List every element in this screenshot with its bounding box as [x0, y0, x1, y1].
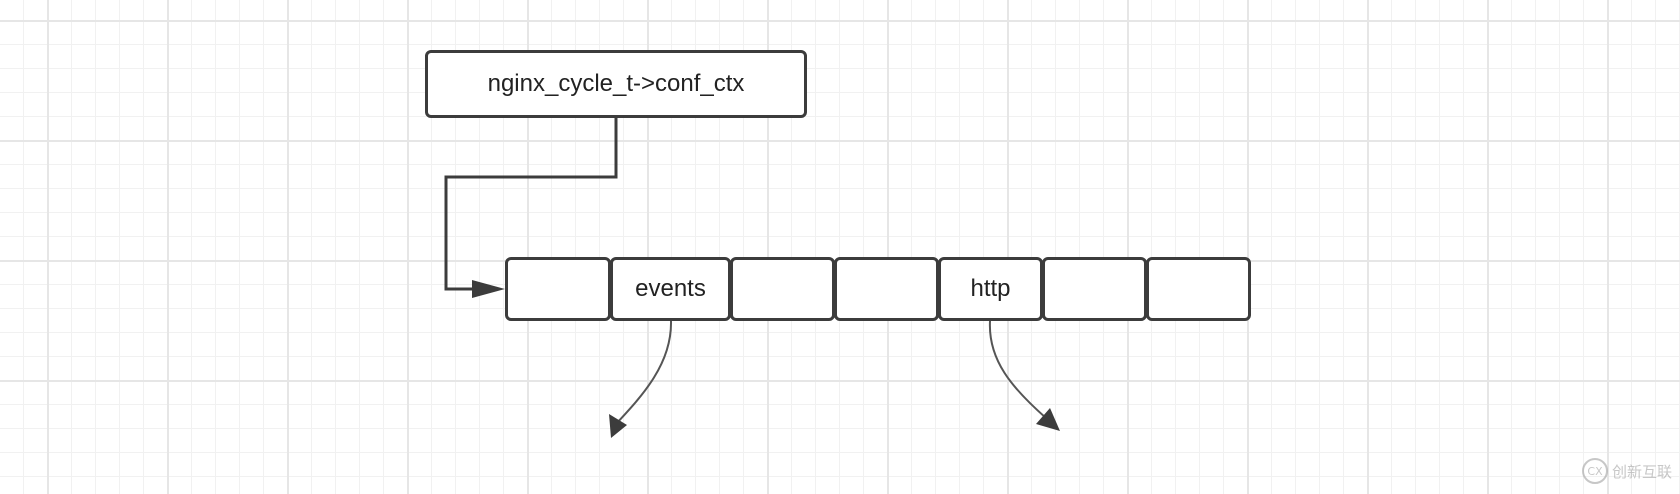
array-cell-6 — [1146, 257, 1251, 321]
conf-ctx-node: nginx_cycle_t->conf_ctx — [425, 50, 807, 118]
array-cell-http: http — [938, 257, 1043, 321]
events-arrowhead — [609, 414, 627, 438]
root-to-array-connector — [444, 118, 618, 291]
conf-ctx-label: nginx_cycle_t->conf_ctx — [487, 70, 745, 97]
array-cell-0 — [505, 257, 611, 321]
events-outgoing-arrow — [615, 320, 673, 425]
http-arrowhead — [1036, 408, 1060, 431]
http-outgoing-arrow — [988, 320, 1047, 419]
array-cell-5 — [1042, 257, 1147, 321]
array-cell-label: http — [970, 275, 1011, 302]
array-cell-events: events — [610, 257, 731, 321]
array-cell-2 — [730, 257, 835, 321]
array-cell-3 — [834, 257, 939, 321]
watermark: CX 创新互联 — [1582, 452, 1676, 490]
cx-logo-icon: CX — [1582, 458, 1608, 484]
array-cell-label: events — [635, 275, 706, 302]
watermark-text: 创新互联 — [1612, 462, 1673, 481]
root-to-array-arrowhead — [472, 280, 505, 298]
